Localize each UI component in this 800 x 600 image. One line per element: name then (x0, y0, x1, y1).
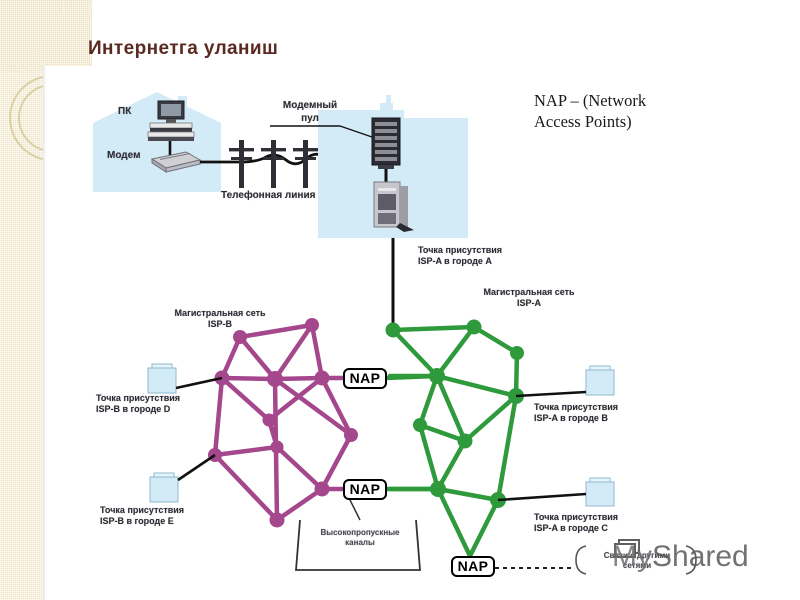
other-networks-line-2: сетями (622, 561, 652, 570)
nap-box-1[interactable]: NAP (343, 368, 387, 389)
pop-isp-a-city-a-line-2: ISP-A в городе A (418, 256, 492, 267)
pop-client-isp-a-city-b (585, 365, 615, 396)
pop-isp-b-city-e-label: Точка присутствия ISP-B в городе E (100, 505, 184, 528)
pop-isp-b-city-d-label: Точка присутствия ISP-B в городе D (96, 393, 180, 416)
pop-client-isp-b-city-e (149, 472, 179, 503)
pop-isp-a-city-c-label: Точка присутствия ISP-A в городе C (534, 512, 618, 535)
pop-client-isp-a-city-c (585, 477, 615, 507)
backbone-isp-a-line-2: ISP-A (516, 298, 541, 309)
modem-pool-rack (371, 117, 401, 169)
isp-a-pop-building (318, 95, 468, 238)
pop-e-link (177, 453, 216, 482)
pop-isp-a-city-a-label: Точка присутствия ISP-A в городе A (418, 245, 502, 268)
backbone-isp-b-line-1: Магистральная сеть (174, 308, 266, 318)
modem-pool-label-line-2: пул (301, 112, 319, 124)
high-bandwidth-bracket (295, 519, 421, 571)
high-bandwidth-line-2: каналы (345, 538, 375, 547)
pop-isp-b-city-e-line-2: ISP-B в городе E (100, 516, 174, 527)
pop-client-isp-b-city-d (147, 363, 177, 394)
nap-box-2[interactable]: NAP (343, 479, 387, 500)
other-networks-bracket-right (685, 545, 697, 575)
utility-poles (229, 140, 318, 188)
backbone-isp-a-line-1: Магистральная сеть (483, 287, 575, 297)
modem-pool-leader-line (339, 125, 373, 138)
nap-legend-line-1: NAP – (Network (534, 91, 647, 110)
backbone-isp-b-label: Магистральная сеть ISP-B (152, 308, 288, 331)
pop-isp-b-city-e-line-1: Точка присутствия (100, 505, 185, 515)
pc-label: ПК (118, 106, 132, 117)
modem-label: Модем (107, 150, 141, 161)
nap-box-3[interactable]: NAP (451, 556, 495, 577)
page-title: Интернетга уланиш (88, 38, 279, 59)
backbone-isp-b-line-2: ISP-B (207, 319, 232, 330)
pop-isp-b-city-d-line-1: Точка присутствия (96, 393, 181, 403)
modem-pool-label-line-1: Модемный (282, 100, 338, 111)
pop-isp-a-city-a-line-1: Точка присутствия (418, 245, 503, 255)
myshared-shared: Shared (652, 540, 749, 573)
high-bandwidth-line-1: Высокопропускные (320, 528, 400, 537)
server-tower-icon (373, 181, 414, 232)
pc-icon (147, 100, 195, 141)
home-house-shape (93, 92, 221, 192)
isp-a-backbone-network (387, 324, 520, 559)
pop-d-link (175, 376, 223, 390)
other-networks-label: Связи с другими сетями (585, 551, 689, 571)
other-networks-bracket-left (575, 545, 587, 575)
pop-isp-a-city-b-line-1: Точка присутствия (534, 402, 619, 412)
modem-icon (150, 151, 202, 173)
high-bandwidth-label: Высокопропускные каналы (312, 528, 408, 548)
nap-legend: NAP – (Network Access Points) (534, 91, 734, 132)
other-networks-line-1: Связи с другими (603, 551, 671, 560)
template-panel-shadow (43, 66, 46, 600)
modem-pool-label: Модемный пул (272, 100, 348, 125)
myshared-my: My (612, 540, 652, 573)
myshared-watermark: MyShared (612, 540, 749, 574)
pop-isp-b-city-d-line-2: ISP-B в городе D (96, 404, 171, 415)
pop-isp-a-city-c-line-1: Точка присутствия (534, 512, 619, 522)
pop-b-link (515, 390, 587, 398)
pop-c-link (497, 492, 587, 502)
pop-isp-a-city-b-label: Точка присутствия ISP-A в городе B (534, 402, 618, 425)
pop-isp-a-city-b-line-2: ISP-A в городе B (534, 413, 608, 424)
pop-isp-a-city-c-line-2: ISP-A в городе C (534, 523, 608, 534)
backbone-isp-a-label: Магистральная сеть ISP-A (474, 287, 584, 310)
myshared-logo-icon (614, 539, 640, 558)
nap-legend-line-2: Access Points) (534, 111, 632, 131)
nap1-green-link (384, 373, 438, 381)
telephone-line-label: Телефонная линия (221, 190, 316, 201)
